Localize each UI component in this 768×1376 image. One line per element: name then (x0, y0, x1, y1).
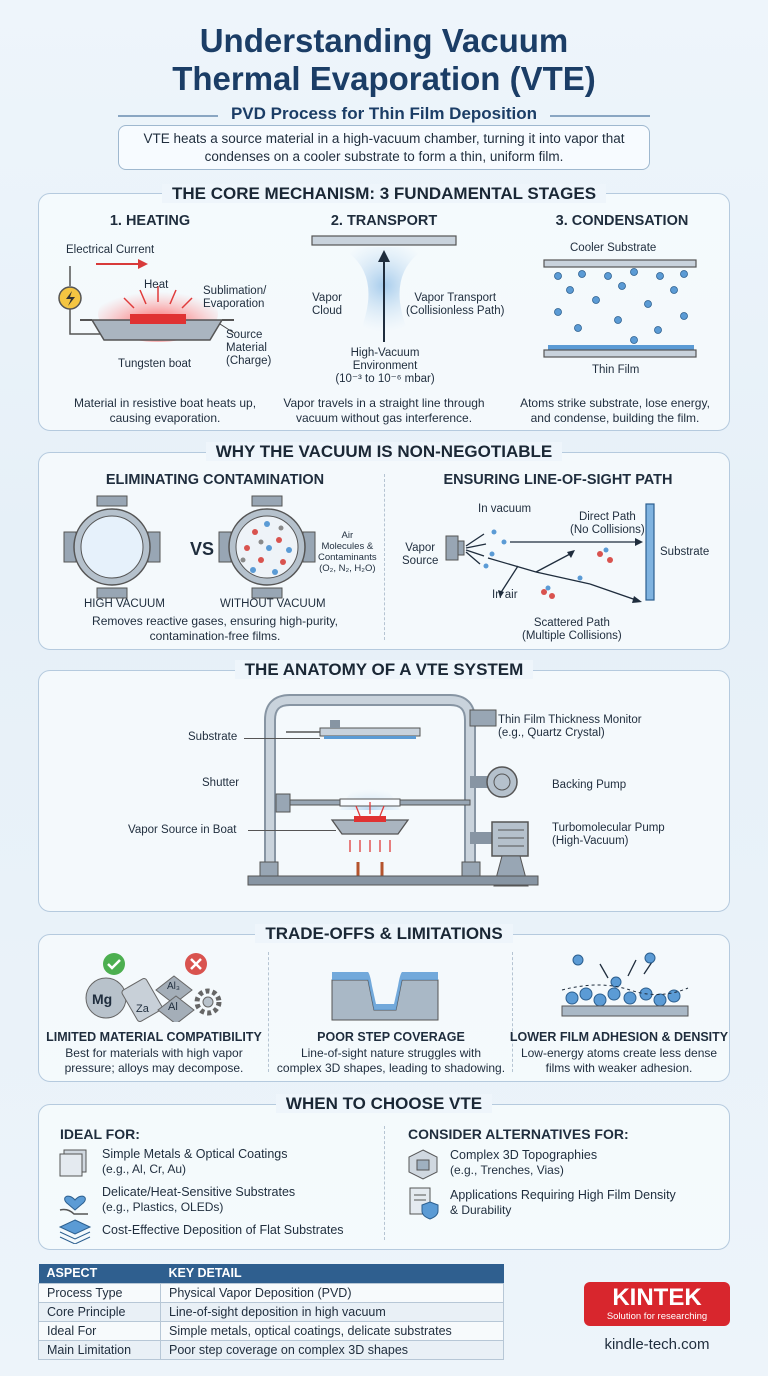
transport-diagram (311, 235, 457, 342)
material-icons (85, 953, 222, 1022)
page-title: Understanding Vacuum Thermal Evaporation… (172, 22, 596, 97)
vapor-transport-label: Vapor Transport (Collisionless Path) (406, 292, 505, 317)
tradeoff-desc-step: Line-of-sight nature struggles with comp… (276, 1046, 506, 1075)
vacuum-title: WHY THE VACUUM IS NON-NEGOTIABLE (0, 442, 768, 462)
hand-heart-icon (59, 1195, 88, 1215)
high-vacuum-chamber-icon (63, 495, 161, 599)
heat-label: Heat (144, 279, 169, 291)
mg-label: Mg (92, 991, 113, 1007)
al-label: Al (168, 1001, 178, 1013)
layers-icon (58, 1219, 92, 1244)
heating-title: 1. HEATING (109, 213, 191, 229)
condensation-caption: Atoms strike substrate, lose energy, and… (520, 396, 710, 425)
heating-diagram (58, 259, 235, 342)
alternative-item: Applications Requiring High Film Density… (450, 1188, 676, 1217)
backing-pump-label: Backing Pump (552, 779, 627, 791)
vte-system-diagram (247, 694, 539, 887)
contaminated-chamber-icon (218, 495, 316, 599)
table-header: ASPECT (38, 1264, 161, 1283)
leader-line (244, 738, 320, 739)
source-material-label: Source Material (Charge) (226, 329, 272, 367)
transport-title: 2. TRANSPORT (330, 213, 438, 229)
line-of-sight-title: ENSURING LINE-OF-SIGHT PATH (443, 472, 673, 488)
ideal-item: Delicate/Heat-Sensitive Substrates (e.g.… (102, 1185, 296, 1214)
vapor-source-label: Vapor Source (402, 542, 439, 567)
ideal-heading: IDEAL FOR: (60, 1126, 140, 1142)
divider (384, 1126, 385, 1240)
cube-icon (408, 1149, 438, 1180)
line-of-sight-diagram (445, 503, 655, 603)
divider (512, 952, 513, 1072)
air-molecules-label: Air Molecules & Contaminants (O₂, N₂, H₂… (318, 530, 377, 574)
in-air-label: In air (492, 589, 518, 601)
thickness-monitor-label: Thin Film Thickness Monitor (e.g., Quart… (498, 714, 642, 739)
condensation-title: 3. CONDENSATION (555, 213, 689, 229)
leader-line (248, 830, 336, 831)
adhesion-icon (561, 952, 689, 1017)
cooler-substrate-label: Cooler Substrate (570, 242, 657, 254)
tungsten-boat-label: Tungsten boat (118, 358, 192, 370)
turbo-pump-label: Turbomolecular Pump (High-Vacuum) (552, 822, 665, 847)
anatomy-title: THE ANATOMY OF A VTE SYSTEM (0, 660, 768, 680)
metal-sheets-icon (59, 1149, 87, 1177)
thin-film-label: Thin Film (592, 364, 640, 376)
direct-path-label: Direct Path (No Collisions) (570, 511, 645, 536)
subtitle: PVD Process for Thin Film Deposition (230, 104, 538, 123)
choose-title: WHEN TO CHOOSE VTE (0, 1094, 768, 1114)
al-top-label: Al₃ (167, 981, 180, 992)
tradeoffs-title: TRADE-OFFS & LIMITATIONS (0, 924, 768, 944)
za-label: Za (136, 1003, 149, 1015)
heating-caption: Material in resistive boat heats up, cau… (73, 396, 257, 425)
scattered-path-label: Scattered Path (Multiple Collisions) (522, 617, 622, 642)
tradeoff-desc-material: Best for materials with high vapor press… (64, 1046, 244, 1075)
table-header: KEY DETAIL (160, 1264, 504, 1283)
vs-label: VS (190, 539, 215, 559)
tradeoff-title-step: POOR STEP COVERAGE (317, 1030, 465, 1044)
divider (268, 952, 269, 1072)
high-vacuum-label: High-Vacuum Environment (10⁻³ to 10⁻⁶ mb… (335, 347, 435, 385)
condensation-diagram (543, 259, 697, 358)
vapor-source-label: Vapor Source in Boat (128, 824, 237, 836)
vapor-cloud-label: Vapor Cloud (312, 292, 343, 317)
ideal-item: Simple Metals & Optical Coatings (e.g., … (102, 1147, 288, 1176)
shutter-label: Shutter (202, 777, 240, 789)
contamination-caption: Removes reactive gases, ensuring high-pu… (92, 614, 338, 643)
website-url[interactable]: kindle-tech.com (604, 1336, 710, 1353)
document-shield-icon (409, 1187, 439, 1220)
high-vacuum-label: HIGH VACUUM (84, 598, 165, 610)
contamination-diagram (63, 495, 316, 599)
substrate-label: Substrate (660, 546, 710, 558)
in-vacuum-label: In vacuum (478, 503, 532, 515)
divider (118, 115, 218, 117)
divider (384, 474, 385, 640)
alternatives-heading: CONSIDER ALTERNATIVES FOR: (408, 1126, 629, 1142)
alternative-item: Complex 3D Topographies (e.g., Trenches,… (450, 1148, 598, 1177)
tradeoff-desc-adhesion: Low-energy atoms create less dense films… (520, 1046, 718, 1075)
intro-box: VTE heats a source material in a high-va… (118, 125, 650, 170)
kintek-logo: KINTEK Solution for researching (584, 1282, 730, 1326)
substrate-label: Substrate (188, 731, 238, 743)
step-coverage-icon (331, 972, 439, 1021)
without-vacuum-label: WITHOUT VACUUM (220, 598, 326, 610)
ideal-item: Cost-Effective Deposition of Flat Substr… (102, 1223, 344, 1237)
tradeoff-title-adhesion: LOWER FILM ADHESION & DENSITY (509, 1030, 729, 1044)
contamination-title: ELIMINATING CONTAMINATION (105, 472, 325, 488)
tradeoff-title-material: LIMITED MATERIAL COMPATIBILITY (46, 1030, 262, 1044)
electrical-current-label: Electrical Current (66, 244, 155, 256)
transport-caption: Vapor travels in a straight line through… (283, 396, 485, 425)
sublimation-label: Sublimation/ Evaporation (203, 285, 267, 310)
mechanism-title: THE CORE MECHANISM: 3 FUNDAMENTAL STAGES (0, 184, 768, 204)
divider (550, 115, 650, 117)
